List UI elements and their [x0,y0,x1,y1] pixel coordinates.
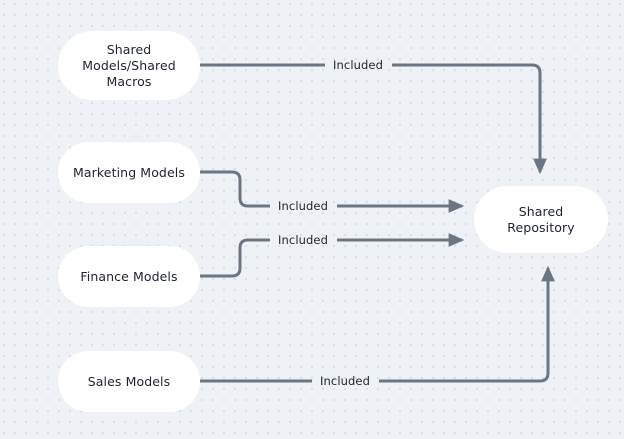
edge-path-marketing-to-repository [200,170,270,208]
node-label-sales-models: Sales Models [87,373,171,389]
node-shared-repository[interactable]: Shared Repository [474,186,608,253]
edge-label-finance-to-repository: Included [278,233,328,247]
node-label-shared-models-shared-macros: Shared Models/Shared Macros [82,41,176,89]
node-sales-models[interactable]: Sales Models [58,351,200,412]
edge-label-marketing-to-repository: Included [278,199,328,213]
node-shared-models-shared-macros[interactable]: Shared Models/Shared Macros [58,31,200,100]
node-label-shared-repository: Shared Repository [507,203,575,235]
node-label-marketing-models: Marketing Models [73,164,185,180]
edge-path-finance-to-repository [200,238,270,278]
node-finance-models[interactable]: Finance Models [58,246,200,307]
node-label-finance-models: Finance Models [80,268,178,284]
edge-path-shared-models-to-repository-b [392,63,547,175]
edge-label-sales-to-repository: Included [320,374,370,388]
edge-label-shared-models-to-repository: Included [333,58,383,72]
edge-path-sales-to-repository-b [379,265,555,383]
node-marketing-models[interactable]: Marketing Models [58,142,200,203]
